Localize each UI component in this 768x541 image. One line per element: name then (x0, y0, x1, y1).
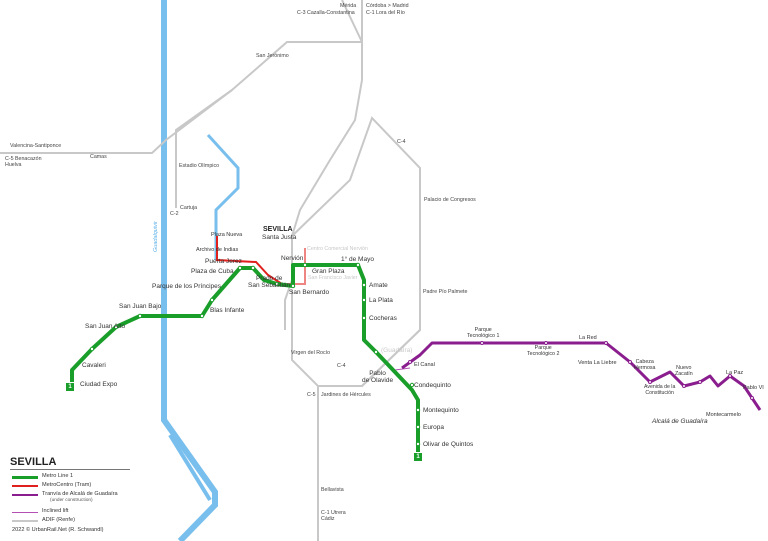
tranvia-venta: Venta La Liebre (578, 360, 617, 366)
station-ciudad-expo: Ciudad Expo (80, 381, 118, 388)
copyright: 2022 © UrbanRail.Net (R. Schwandl) (12, 527, 104, 533)
station-guadaira: (Guadaíra) (381, 347, 413, 354)
adif-virgen-rocio: Virgen del Rocío (291, 350, 331, 356)
legend-tranvia: Tranvía de Alcalá de Guadaíra (10, 491, 130, 500)
adif-bellavista: Bellavista (321, 487, 344, 493)
legend-metrocentro-label: MetroCentro (Tram) (42, 482, 92, 488)
station-cavaleri: Cavaleri (82, 362, 106, 369)
legend-title: SEVILLA (10, 456, 130, 470)
station-montequinto: Montequinto (423, 407, 459, 414)
station-europa: Europa (423, 424, 444, 431)
tranvia-montecarmelo: Montecarmelo (706, 412, 741, 418)
inclined-lift (394, 367, 411, 371)
legend-lift: Inclined lift (10, 508, 130, 517)
station-pablo-olavide: Pablo de Olavide (362, 370, 394, 385)
tranvia-station-dots (408, 341, 754, 400)
town-alcala: Alcalá de Guadaíra (652, 418, 708, 425)
river-label: Guadalquivir (153, 221, 159, 252)
adif-c2: C-2 (170, 211, 179, 217)
station-san-bernardo: San Bernardo (289, 289, 330, 296)
adif-utrera: C-1 Utrera Cádiz (321, 510, 346, 522)
station-gran-plaza: Gran Plaza (312, 268, 345, 275)
tram-archivo: Archivo de Indias (196, 247, 239, 253)
line-1-badge-west: 1 (66, 383, 74, 391)
adif-camas: Camas (90, 154, 107, 160)
adif-jardines: Jardines de Hércules (321, 392, 371, 398)
station-cocheras: Cocheras (369, 315, 397, 322)
legend-tranvia-swatch (12, 494, 38, 496)
legend-metro: Metro Line 1 (10, 473, 130, 482)
adif-valencina: Valencina-Santiponce (10, 143, 62, 149)
tram-san-francisco: San Francisco Javier (308, 275, 358, 281)
station-blas-infante: Blas Infante (210, 307, 245, 314)
station-san-juan-alto: San Juan Alto (85, 323, 126, 330)
station-primero-mayo: 1° de Mayo (341, 256, 374, 263)
tranvia-nuevo-zacatin: Nuevo Zacatín (675, 365, 693, 377)
station-parque-principes: Parque de los Príncipes (152, 283, 222, 290)
adif-c5: C-5 (307, 392, 316, 398)
tranvia-cabeza: Cabeza Hermosa (634, 359, 656, 371)
legend-metrocentro-swatch (12, 485, 38, 487)
tram-centro-comercial: Centro Comercial Nervión (307, 246, 368, 252)
legend-metrocentro: MetroCentro (Tram) (10, 482, 130, 491)
legend-adif: ADIF (Renfe) (10, 517, 130, 526)
station-plaza-cuba: Plaza de Cuba (191, 268, 234, 275)
river-guadalquivir (161, 0, 218, 541)
line-1-badge-south: 1 (414, 453, 422, 461)
tranvia-el-canal: El Canal (414, 362, 435, 368)
station-amate: Amate (369, 282, 388, 289)
tranvia-line (401, 341, 762, 411)
river-canal-branch (206, 133, 240, 260)
adif-merida: Mérida (340, 3, 357, 9)
legend-lift-swatch (12, 512, 38, 513)
adif-benacazon: C-5 Benacazón Huelva (5, 156, 42, 168)
tranvia-la-red: La Red (579, 335, 597, 341)
legend-tranvia-label: Tranvía de Alcalá de Guadaíra (42, 491, 118, 497)
legend-lift-label: Inclined lift (42, 508, 69, 514)
legend-adif-label: ADIF (Renfe) (42, 517, 75, 523)
adif-cartuja: Cartuja (180, 205, 198, 211)
station-nervion: Nervión (281, 255, 304, 262)
station-san-juan-bajo: San Juan Bajo (119, 303, 162, 310)
legend-metro-label: Metro Line 1 (42, 473, 74, 479)
station-puerta-jerez: Puerta Jerez (205, 258, 242, 265)
metro-station-dots (89, 262, 421, 447)
legend: SEVILLA Metro Line 1 MetroCentro (Tram) … (10, 456, 130, 526)
adif-padre-pio: Padre Pío Palmete (423, 289, 468, 295)
adif-c4-bottom: C-4 (337, 363, 346, 369)
station-la-plata: La Plata (369, 297, 393, 304)
tranvia-parque-tec2: Parque Tecnológico 2 (527, 345, 560, 357)
legend-tranvia-note: (under construction) (50, 498, 93, 503)
tranvia-parque-tec1: Parque Tecnológico 1 (467, 327, 500, 339)
adif-c4-top: C-4 (397, 139, 406, 145)
santa-justa-label: Santa Justa (262, 234, 297, 241)
legend-adif-swatch (12, 520, 38, 522)
city-center-label: SEVILLA (263, 226, 293, 233)
station-olivar: Olivar de Quintos (423, 441, 474, 448)
adif-palacio: Palacio de Congresos (424, 197, 476, 203)
adif-estadio: Estadio Olímpico (179, 163, 220, 169)
station-prado: Prado de San Sebastián (248, 275, 291, 290)
adif-lines (0, 0, 421, 541)
tranvia-pablo-vi: Pablo VI (743, 385, 764, 391)
river-lower-branch (168, 433, 212, 502)
adif-lora: C-1 Lora del Río (366, 10, 405, 16)
metrocentro-line (216, 236, 283, 285)
adif-san-jeronimo: San Jerónimo (256, 53, 289, 59)
tram-plaza-nueva: Plaza Nueva (211, 232, 243, 238)
station-condequinto: Condequinto (414, 382, 451, 389)
adif-cazalla: C-3 Cazalla-Constantina (297, 10, 355, 16)
metro-line-1 (70, 263, 420, 452)
tranvia-avenida: Avenida de la Constitución (644, 384, 676, 396)
legend-metro-swatch (12, 476, 38, 479)
adif-cordoba: Córdoba > Madrid (366, 3, 409, 9)
tranvia-la-paz: La Paz (726, 370, 744, 376)
